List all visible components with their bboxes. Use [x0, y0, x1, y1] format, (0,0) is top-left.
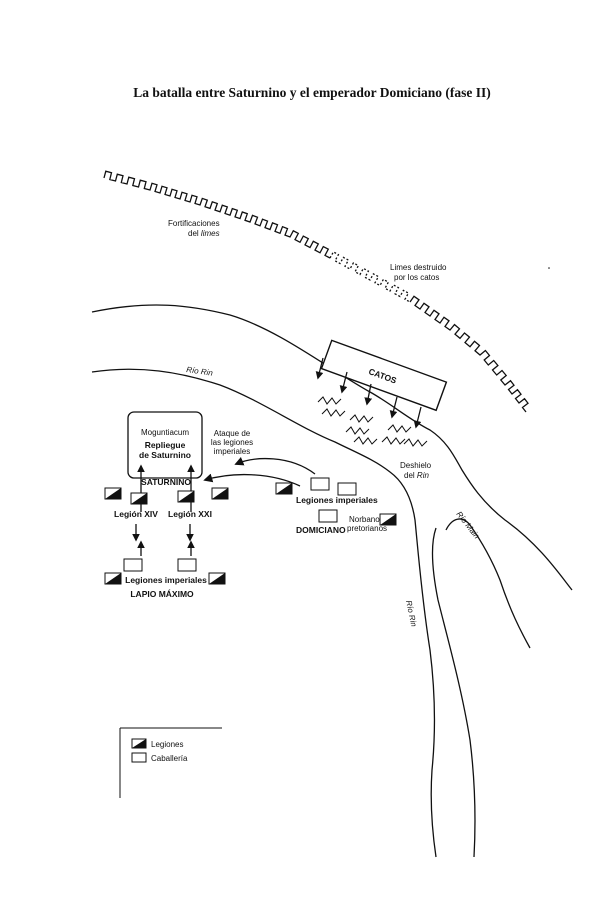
label-ataque-de: Ataque de: [214, 429, 251, 438]
attack-arrow-upper: [234, 456, 316, 475]
label-de-saturnino: de Saturnino: [139, 450, 191, 460]
label-legion-xiv: Legión XIV: [114, 509, 158, 519]
catos-arrows: [315, 357, 422, 429]
legend-label-caballeria: Caballería: [151, 754, 188, 763]
label-lapio-maximo: LAPIO MÁXIMO: [130, 589, 194, 599]
cavalry-symbol: [177, 558, 197, 572]
label-repliegue: Repliegue: [145, 440, 186, 450]
cavalry-symbol: [318, 509, 338, 523]
legion-symbol: [275, 482, 293, 495]
legion-symbol: [211, 487, 229, 500]
catos-arrow: [339, 371, 348, 394]
label-rio-rin-south: Río Rin: [404, 600, 418, 629]
label-las-legiones: las legiones: [211, 438, 253, 447]
rhine-north-bank: [91, 304, 573, 591]
catos-arrow: [364, 383, 373, 406]
legion-symbol: [177, 490, 195, 503]
main-north-bank: [445, 518, 531, 649]
cavalry-symbol: [123, 558, 143, 572]
legion-symbol: [130, 492, 148, 505]
legion-symbol: [208, 572, 226, 585]
cavalry-symbol: [310, 477, 330, 491]
catos-arrow: [389, 396, 398, 419]
label-deshielo: Deshielo: [400, 461, 432, 470]
label-rio-main: Río Main: [454, 510, 481, 541]
legion-symbol: [379, 513, 397, 526]
legion-symbol: [104, 572, 122, 585]
label-deshielo-del-rin: del Rin: [404, 471, 429, 480]
limes-fortifications: [103, 170, 331, 259]
label-pretorianos: pretorianos: [347, 524, 387, 533]
thaw-ice-marks: [317, 396, 428, 447]
label-fortificaciones: Fortificaciones: [168, 219, 220, 228]
label-moguntiacum: Moguntiacum: [141, 428, 189, 437]
catos-arrow: [315, 357, 324, 380]
label-domiciano: DOMICIANO: [296, 525, 346, 535]
label-limes-destruido: Limes destruido: [390, 263, 447, 272]
label-del-limes: del limes: [188, 229, 220, 238]
legend-label-legiones: Legiones: [151, 740, 183, 749]
label-legiones-imperiales-west: Legiones imperiales: [125, 575, 207, 585]
limes-destroyed-section: [329, 251, 411, 303]
map-title: La batalla entre Saturnino y el emperado…: [133, 85, 491, 100]
moguntiacum-box: [127, 411, 203, 479]
attack-arrow-lower: [203, 473, 301, 487]
legend: Legiones Caballería: [119, 727, 222, 798]
label-legiones-imperiales-east: Legiones imperiales: [296, 495, 378, 505]
label-rio-rin: Río Rin: [186, 365, 214, 378]
label-por-los-catos: por los catos: [394, 273, 439, 282]
legion-symbol: [104, 487, 122, 500]
label-norbano: Norbano: [349, 515, 380, 524]
rhine-south-bank: [91, 368, 437, 858]
rhine-east-bank: [431, 527, 476, 858]
label-legion-xxi: Legión XXI: [168, 509, 212, 519]
legend-cavalry-symbol: [131, 752, 147, 763]
catos-unit: CATOS: [320, 339, 448, 412]
cavalry-symbol: [337, 482, 357, 496]
catos-arrow: [413, 406, 422, 429]
label-saturnino: SATURNINO: [141, 477, 191, 487]
limes-fortifications-east: [409, 295, 529, 413]
legend-legion-symbol: [131, 738, 147, 749]
stray-dot: [548, 267, 550, 269]
label-imperiales: imperiales: [214, 447, 250, 456]
